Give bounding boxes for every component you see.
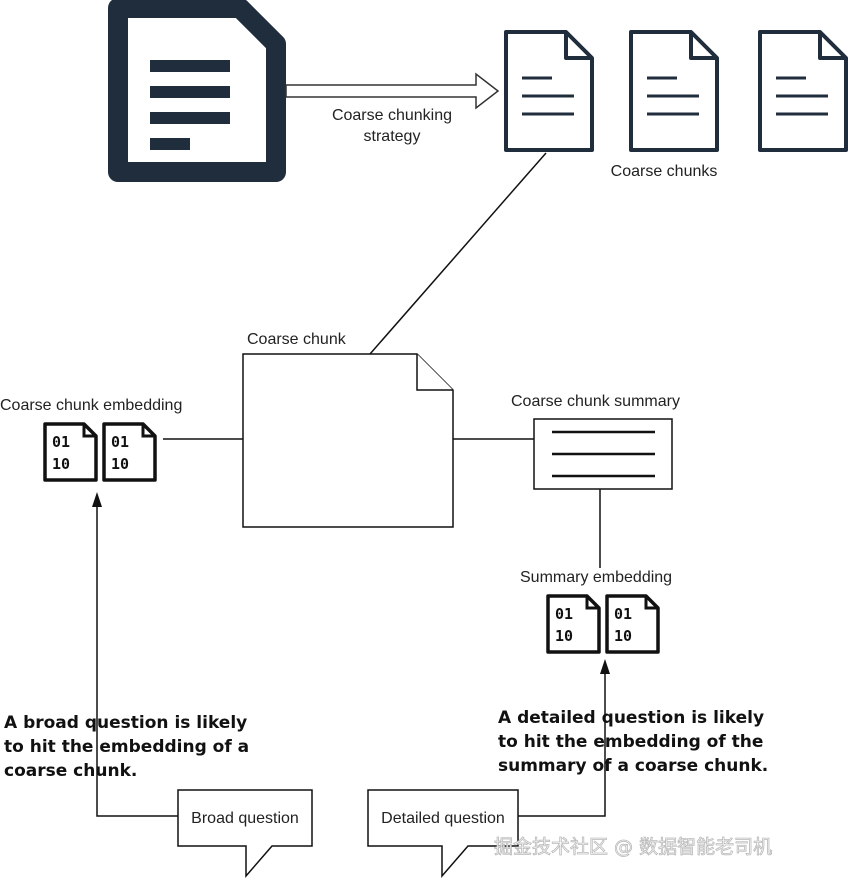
svg-text:10: 10: [111, 455, 129, 473]
coarse-chunk-page: [242, 353, 454, 528]
svg-text:01: 01: [555, 605, 573, 623]
binary-file-icon: 01 10: [605, 594, 660, 654]
detailed-question-label: Detailed question: [381, 810, 505, 827]
broad-question-label: Broad question: [191, 810, 299, 827]
svg-text:10: 10: [555, 627, 573, 645]
broad-note-line1: A broad question is likely: [4, 713, 247, 733]
coarse-chunk-summary-label: Coarse chunk summary: [511, 393, 680, 410]
coarse-chunks-label: Coarse chunks: [611, 163, 718, 180]
chunking-arrow: [285, 72, 500, 110]
small-document-icon: [758, 30, 848, 152]
speech-bubble: [367, 789, 519, 879]
detailed-note-line3: summary of a coarse chunk.: [498, 756, 768, 776]
svg-text:01: 01: [52, 433, 70, 451]
svg-text:10: 10: [614, 627, 632, 645]
svg-text:01: 01: [614, 605, 632, 623]
summary-box: [533, 418, 673, 490]
broad-note-line3: coarse chunk.: [4, 761, 137, 781]
watermark: 掘金技术社区 @ 数据智能老司机: [494, 836, 772, 858]
small-document-icon: [504, 30, 594, 152]
binary-file-icon: 01 10: [43, 422, 98, 482]
large-document-icon: [108, 0, 286, 182]
small-document-icon: [629, 30, 719, 152]
coarse-chunk-label: Coarse chunk: [247, 331, 347, 348]
strategy-label-line1: Coarse chunking: [332, 107, 452, 124]
detailed-note-line2: to hit the embedding of the: [498, 732, 763, 752]
speech-bubble: [177, 789, 313, 879]
detailed-question-arrow: [518, 659, 610, 817]
broad-question-arrow: [92, 492, 178, 817]
svg-text:01: 01: [111, 433, 129, 451]
svg-text:10: 10: [52, 455, 70, 473]
binary-file-icon: 01 10: [546, 594, 601, 654]
strategy-label-line2: strategy: [364, 128, 421, 145]
detailed-note-line1: A detailed question is likely: [498, 708, 764, 728]
chunk-connector: [369, 152, 547, 355]
coarse-chunk-embedding-label: Coarse chunk embedding: [0, 397, 182, 414]
binary-file-icon: 01 10: [102, 422, 157, 482]
summary-embedding-label: Summary embedding: [520, 569, 672, 586]
broad-note-line2: to hit the embedding of a: [4, 737, 249, 757]
